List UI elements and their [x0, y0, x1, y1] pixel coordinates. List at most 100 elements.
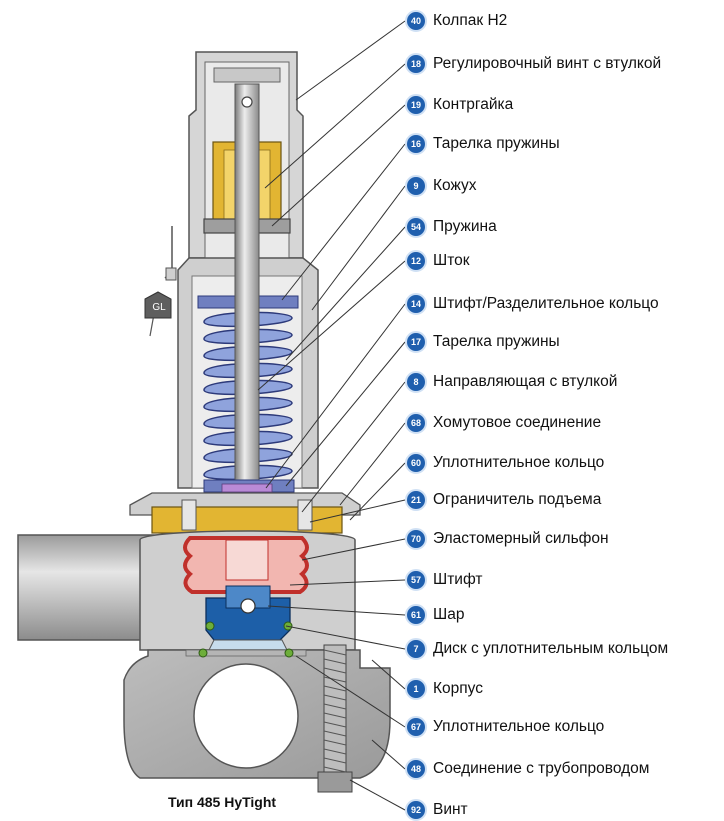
callout-label: Колпак H2: [433, 12, 508, 29]
bonnet-part: [129, 492, 361, 534]
screw-thread: [323, 667, 347, 674]
callout-16: 16 Тарелка пружины: [405, 133, 560, 155]
callout-label: Ограничитель подъема: [433, 491, 602, 508]
outlet-bore: [193, 663, 299, 769]
callout-number-badge: 12: [405, 250, 427, 272]
callout-number-badge: 7: [405, 638, 427, 660]
leader-line-1: [371, 659, 406, 690]
leader-line-40: [295, 20, 406, 101]
leader-line-54: [285, 226, 406, 361]
screw-thread: [323, 694, 347, 701]
leader-line-60: [349, 462, 406, 521]
body-lower-part: [123, 648, 391, 779]
callout-48: 48 Соединение с трубопроводом: [405, 758, 649, 780]
leader-line-19: [271, 104, 406, 227]
leader-line-21: [309, 499, 406, 523]
callout-number-badge: 9: [405, 175, 427, 197]
callout-label: Штифт: [433, 571, 483, 588]
callout-label: Соединение с трубопроводом: [433, 760, 650, 777]
screw-thread: [323, 739, 347, 746]
callout-number-badge: 14: [405, 293, 427, 315]
disc-part: [205, 585, 293, 641]
callout-number-badge: 68: [405, 412, 427, 434]
leader-line-7: [285, 625, 406, 650]
leader-line-67: [295, 655, 406, 728]
callout-number-badge: 21: [405, 489, 427, 511]
callout-8: 8 Направляющая с втулкой: [405, 371, 617, 393]
callout-label: Штифт/Разделительное кольцо: [433, 295, 659, 312]
callout-14: 14 Штифт/Разделительное кольцо: [405, 293, 659, 315]
callout-label: Регулировочный винт с втулкой: [433, 55, 662, 72]
leader-line-16: [281, 143, 406, 301]
leader-line-48: [371, 739, 406, 770]
callout-number-badge: 57: [405, 569, 427, 591]
callout-label: Корпус: [433, 680, 483, 697]
callout-7: 7 Диск с уплотнительным кольцом: [405, 638, 668, 660]
callout-label: Эластомерный сильфон: [433, 530, 609, 547]
callout-54: 54 Пружина: [405, 216, 497, 238]
leader-line-92: [349, 779, 406, 811]
screw-thread: [323, 766, 347, 773]
callout-label: Направляющая с втулкой: [433, 373, 618, 390]
callout-12: 12 Шток: [405, 250, 470, 272]
callout-number-badge: 67: [405, 716, 427, 738]
screw-thread: [323, 757, 347, 764]
callout-70: 70 Эластомерный сильфон: [405, 528, 609, 550]
callout-number-badge: 48: [405, 758, 427, 780]
screw-thread: [323, 748, 347, 755]
leader-line-57: [289, 579, 406, 586]
callout-number-badge: 16: [405, 133, 427, 155]
callout-number-badge: 1: [405, 678, 427, 700]
callout-17: 17 Тарелка пружины: [405, 331, 560, 353]
screw-thread: [323, 703, 347, 710]
leader-line-14: [265, 303, 406, 489]
callout-number-badge: 17: [405, 331, 427, 353]
leader-line-17: [285, 341, 406, 487]
screw-thread: [323, 712, 347, 719]
screw-thread: [323, 685, 347, 692]
callout-18: 18 Регулировочный винт с втулкой: [405, 53, 661, 75]
screw-thread: [323, 721, 347, 728]
callout-number-badge: 92: [405, 799, 427, 821]
callout-1: 1 Корпус: [405, 678, 483, 700]
callout-label: Тарелка пружины: [433, 333, 560, 350]
callout-label: Диск с уплотнительным кольцом: [433, 640, 669, 657]
callout-number-badge: 70: [405, 528, 427, 550]
leader-line-12: [257, 260, 406, 391]
leader-line-8: [301, 381, 406, 513]
body-seal-right: [284, 648, 294, 658]
callout-label: Винт: [433, 801, 468, 818]
callout-label: Тарелка пружины: [433, 135, 560, 152]
leader-line-18: [264, 63, 406, 189]
callout-number-badge: 19: [405, 94, 427, 116]
callout-92: 92 Винт: [405, 799, 468, 821]
leader-line-68: [339, 422, 406, 506]
body-seal-left: [198, 648, 208, 658]
leader-line-9: [311, 185, 406, 311]
callout-number-badge: 8: [405, 371, 427, 393]
diagram-caption: Тип 485 HyTight: [168, 794, 277, 810]
callout-label: Шток: [433, 252, 470, 269]
connection-screw-part: [317, 644, 353, 793]
inlet-pipe-part: [17, 534, 159, 641]
callout-label: Хомутовое соединение: [433, 414, 602, 431]
screw-thread: [323, 676, 347, 683]
callout-68: 68 Хомутовое соединение: [405, 412, 601, 434]
screw-thread: [323, 649, 347, 656]
callout-number-badge: 18: [405, 53, 427, 75]
callout-number-badge: 54: [405, 216, 427, 238]
callout-label: Пружина: [433, 218, 497, 235]
ball-part: [240, 598, 256, 614]
callout-label: Уплотнительное кольцо: [433, 454, 605, 471]
callout-21: 21 Ограничитель подъема: [405, 489, 601, 511]
callout-number-badge: 61: [405, 604, 427, 626]
bellows-part: [183, 536, 309, 594]
separator-ring-part: [221, 483, 273, 493]
